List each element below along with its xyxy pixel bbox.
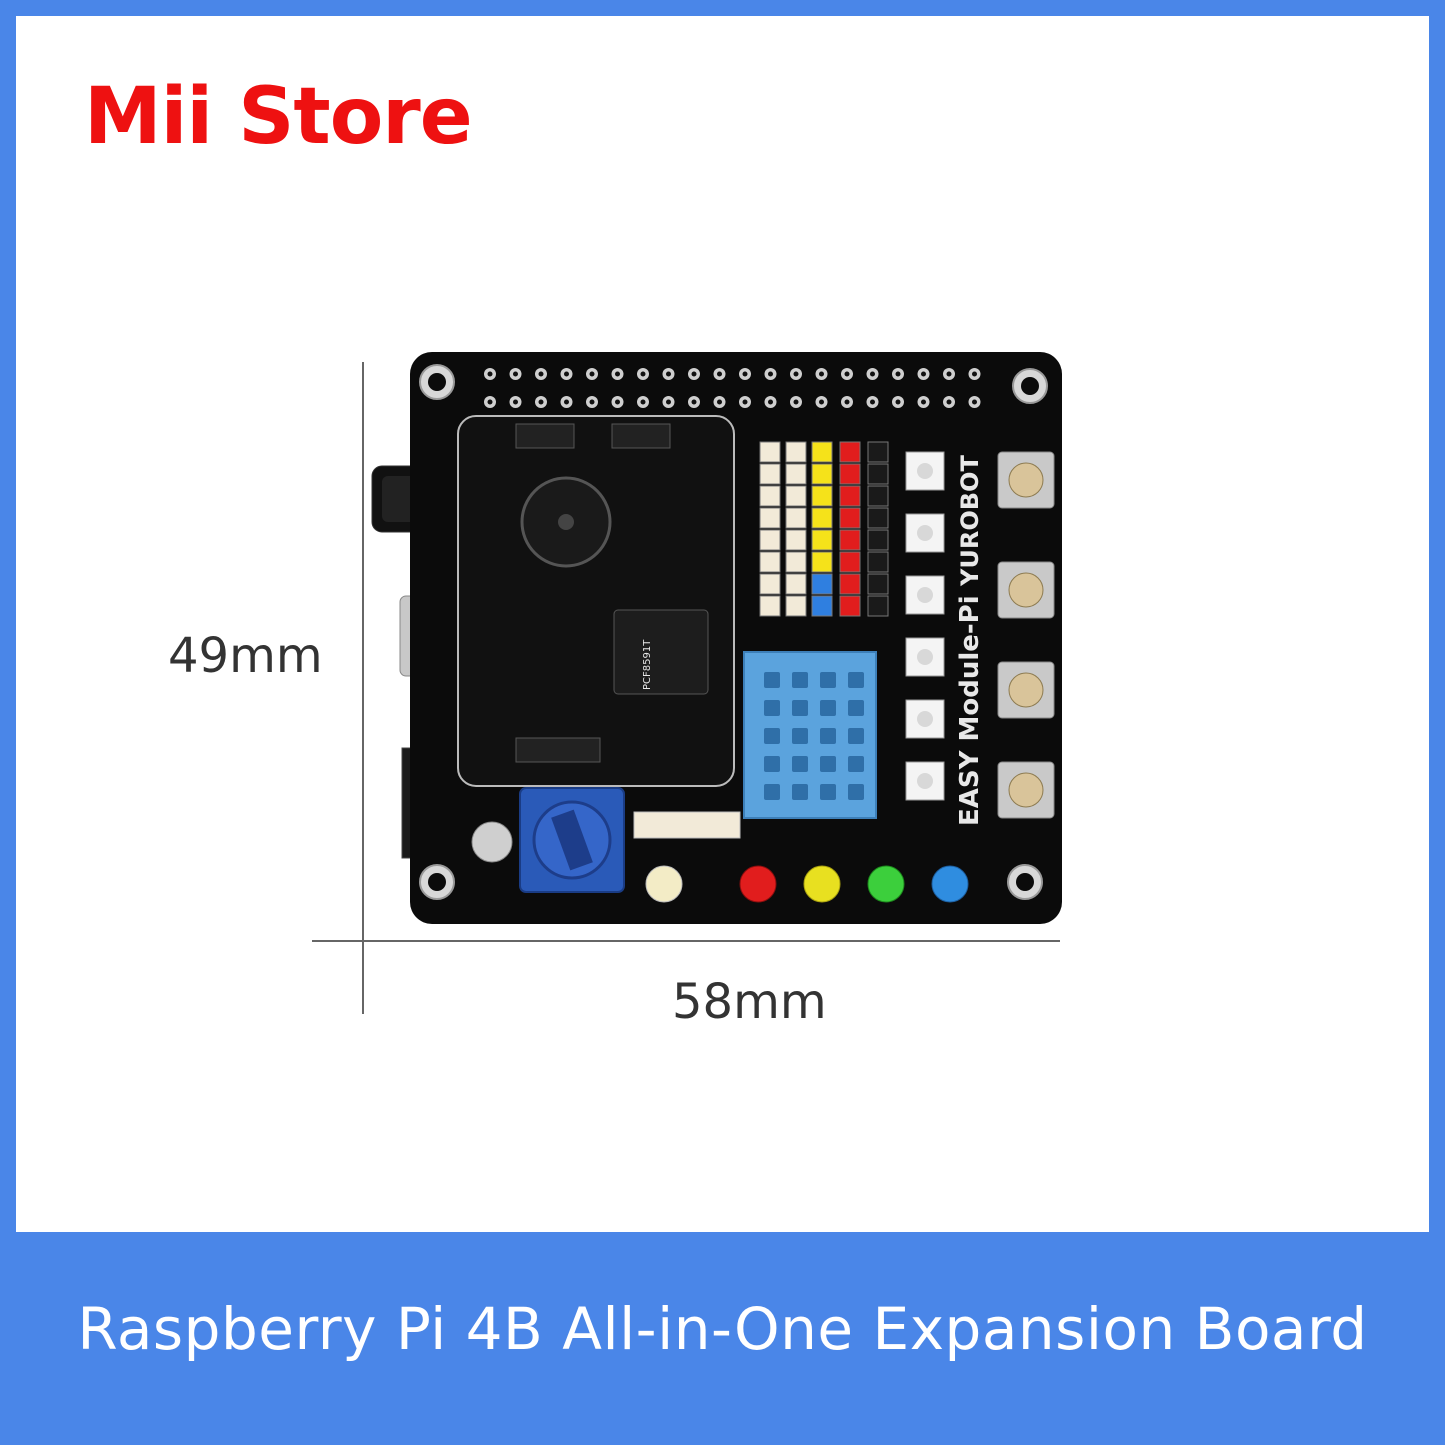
width-dimension-line: [312, 940, 1060, 942]
width-dimension-label: 58mm: [672, 974, 827, 1030]
board-model-text: EASY Module-Pi: [955, 595, 985, 826]
board-brand-text: YUROBOT: [956, 455, 984, 587]
product-caption: Raspberry Pi 4B All-in-One Expansion Boa…: [77, 1295, 1368, 1363]
height-dimension-line: [362, 362, 364, 1014]
svg-text:PCF8591T: PCF8591T: [642, 639, 653, 690]
store-title: Mii Store: [84, 72, 473, 162]
height-dimension-label: 49mm: [168, 628, 323, 684]
